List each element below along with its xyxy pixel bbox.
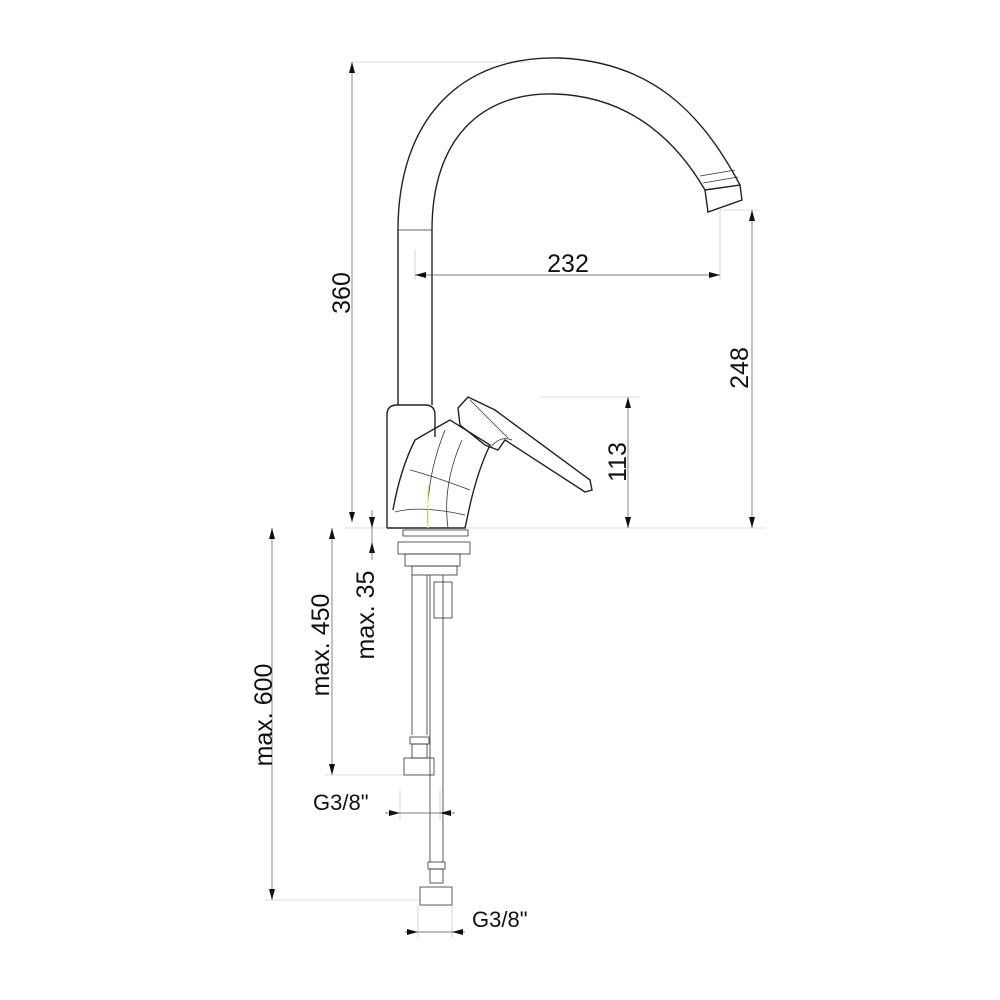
lever-handle [457,396,593,493]
spout [397,57,743,405]
mixer-body [386,404,491,529]
dimension-label-113: 113 [604,442,632,482]
thread-label-lower: G3/8" [472,907,528,932]
dimension-label-248: 248 [726,347,754,389]
dimension-label-max-35: max. 35 [352,571,380,660]
mounting-kit [397,529,471,906]
dimension-max-450: max. 450 [307,528,335,775]
dimension-max-35: max. 35 [352,510,380,659]
dimension-label-360: 360 [328,272,356,314]
dimension-113: 113 [604,397,632,528]
dimension-248: 248 [726,210,755,528]
dimension-label-max-450: max. 450 [307,594,335,697]
thread-label-upper: G3/8" [313,790,369,815]
dimension-thread-lower: G3/8" [405,907,528,935]
dimension-max-600: max. 600 [250,528,278,900]
dimension-232: 232 [415,250,720,278]
dimension-360: 360 [328,62,356,522]
dimension-label-max-600: max. 600 [250,664,278,767]
dimension-label-232: 232 [547,250,589,278]
dimension-thread-upper: G3/8" [313,790,455,816]
